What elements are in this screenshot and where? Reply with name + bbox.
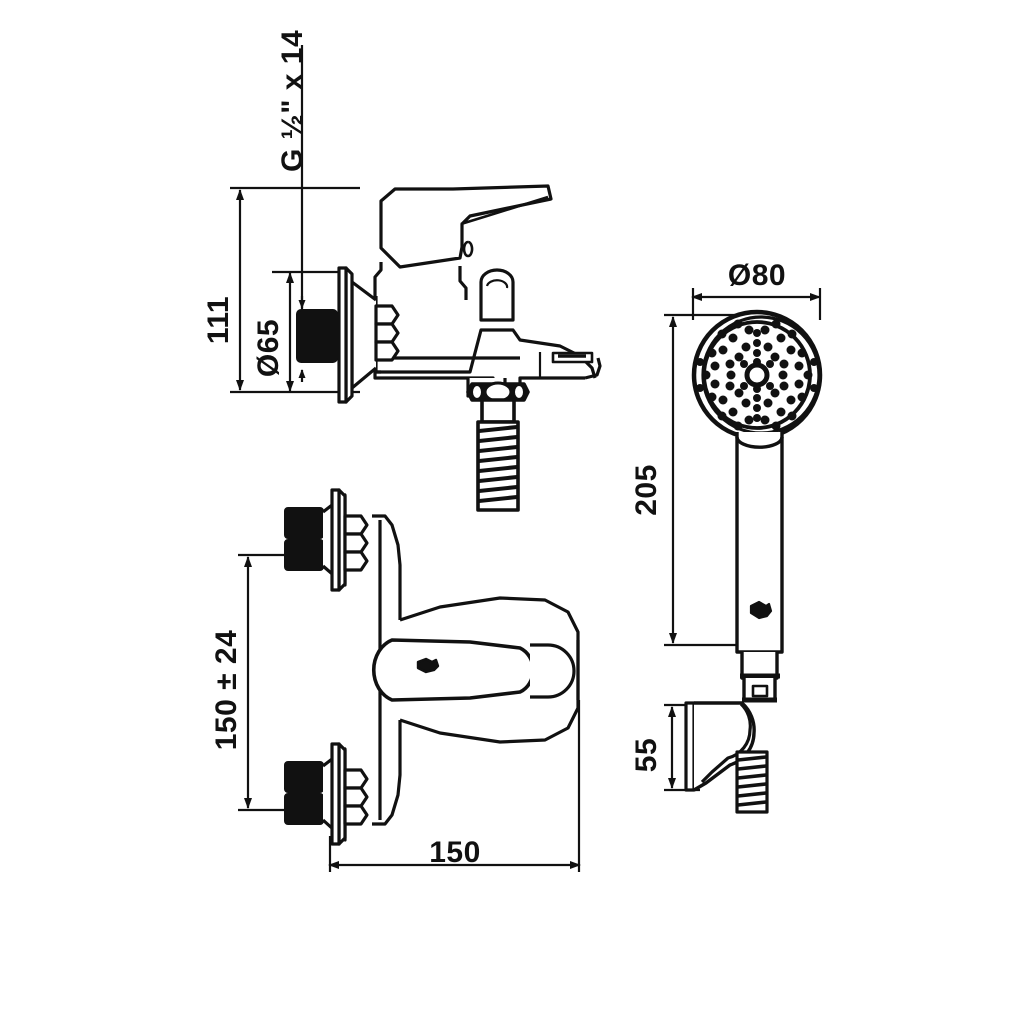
hex-nut-lower — [374, 340, 400, 362]
lever-pivot-mark — [462, 240, 474, 258]
mixer-neck-right — [458, 266, 468, 300]
escutcheon-face-upper — [330, 488, 341, 592]
hex-nut-upper-3 — [343, 550, 369, 572]
lever-handle-front — [372, 638, 536, 702]
holder-wall-plate — [684, 701, 696, 792]
hex-nut-middle — [374, 322, 400, 344]
escutcheon-face-lower — [330, 742, 341, 846]
label-thread-g-half: G ½" x 14 — [276, 30, 309, 172]
diverter-highlight — [485, 279, 509, 289]
spout-tip — [584, 357, 602, 380]
dimension-line-dia65 — [272, 270, 345, 392]
shower-center-boss — [744, 362, 770, 388]
hose-collar — [480, 398, 516, 424]
body-upper-left-curve — [372, 514, 402, 620]
hose-nut-facet-left — [471, 384, 483, 400]
escutcheon-cone — [350, 280, 378, 390]
shower-holder-view — [664, 701, 769, 814]
hex-nut-lower-1 — [343, 768, 369, 790]
dimension-line-150 — [328, 700, 581, 872]
label-shower-length-205: 205 — [630, 464, 663, 516]
diverter-stem — [479, 296, 515, 322]
hex-nut-upper-1 — [343, 514, 369, 536]
lever-cap-front — [530, 643, 576, 699]
mixer-neck-left — [373, 262, 383, 296]
handle-neck-curve — [735, 436, 784, 449]
dimension-line-dia80 — [691, 288, 822, 320]
hose-nut-facet-right — [513, 384, 525, 400]
hose-corrugations — [478, 425, 518, 503]
body-lower-left-curve — [372, 720, 402, 826]
inlet-block-lower-a — [284, 761, 324, 793]
label-diameter-80: Ø80 — [728, 259, 786, 292]
hex-nut-upper — [374, 304, 400, 326]
label-height-111: 111 — [202, 296, 235, 344]
hex-nut-lower-3 — [343, 804, 369, 826]
inlet-block-lower-b — [284, 793, 324, 825]
wall-connector-block — [296, 309, 338, 363]
coupling-detail — [751, 684, 769, 698]
inlet-block-upper-a — [284, 507, 324, 539]
label-diameter-65: Ø65 — [252, 319, 285, 377]
inlet-block-upper-b — [284, 539, 324, 571]
shower-nozzle-pattern — [696, 319, 818, 431]
holder-bracket-outline — [693, 701, 756, 792]
bath-mixer-front-view — [238, 488, 581, 872]
index-cap-screw — [416, 657, 440, 674]
holder-hose-corrugations — [737, 755, 767, 807]
label-projection-150: 150 — [429, 836, 481, 869]
label-holder-height-55: 55 — [630, 738, 663, 772]
hand-shower-view — [664, 288, 823, 703]
label-center-distance-150-24: 150 ± 24 — [210, 630, 243, 751]
lever-handle-crease — [460, 195, 549, 226]
diverter-knob — [479, 268, 515, 296]
handle-logo-mark — [749, 600, 773, 620]
escutcheon-flange-face — [337, 266, 348, 404]
holder-inner-curve — [700, 702, 752, 784]
flexible-hose-connector — [466, 381, 530, 512]
hex-nut-upper-2 — [343, 532, 369, 554]
hex-nut-lower-2 — [343, 786, 369, 808]
